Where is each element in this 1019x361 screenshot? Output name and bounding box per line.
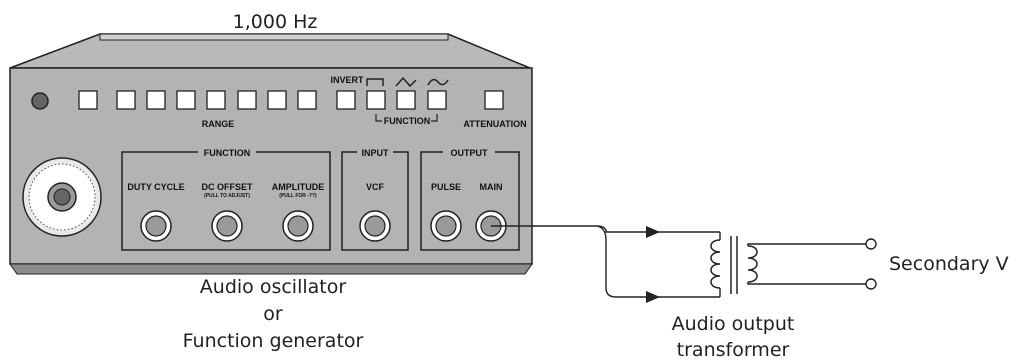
secondary-terminal-bottom[interactable] xyxy=(865,278,877,290)
secondary-winding xyxy=(747,245,758,283)
range-button[interactable] xyxy=(176,90,196,110)
transformer-caption-line2: transformer xyxy=(677,339,790,361)
range-button[interactable] xyxy=(116,90,136,110)
triangle-wave-icon xyxy=(395,76,417,88)
square-wave-icon xyxy=(366,78,384,86)
frequency-dial[interactable] xyxy=(22,157,102,237)
main-label: MAIN xyxy=(480,182,503,192)
bevel-strip xyxy=(99,33,449,41)
amplitude-label: AMPLITUDE xyxy=(272,182,325,192)
dc-offset-sublabel: (PULL TO ADJUST) xyxy=(204,193,250,199)
range-button[interactable] xyxy=(206,90,226,110)
function-sine-button[interactable] xyxy=(427,90,447,110)
range-button[interactable] xyxy=(267,90,287,110)
sine-wave-icon xyxy=(427,78,449,86)
range-button[interactable] xyxy=(78,90,98,110)
attenuation-label: ATTENUATION xyxy=(463,119,526,129)
primary-winding xyxy=(710,239,721,289)
vcf-label: VCF xyxy=(366,182,385,192)
secondary-terminal-top[interactable] xyxy=(865,238,877,250)
signal-wiring xyxy=(491,225,721,298)
input-group-title-bg xyxy=(357,146,393,158)
transformer-caption-line1: Audio output xyxy=(672,313,795,335)
function-group-title-bg xyxy=(198,146,256,158)
function-bracket-label: FUNCTION xyxy=(384,116,431,126)
function-group-title: FUNCTION xyxy=(204,148,251,158)
device-caption-line3: Function generator xyxy=(183,330,364,352)
invert-button[interactable] xyxy=(336,90,356,110)
invert-label: INVERT xyxy=(330,75,364,85)
dc-offset-knob[interactable] xyxy=(211,210,243,242)
output-group: OUTPUT PULSE MAIN xyxy=(420,146,520,251)
vcf-knob[interactable] xyxy=(359,210,391,242)
dc-offset-label: DC OFFSET xyxy=(202,182,254,192)
device-caption-line2: or xyxy=(263,303,283,325)
device-caption-line1: Audio oscillator xyxy=(200,276,347,298)
function-bracket xyxy=(375,114,438,122)
primary-bottom-wire xyxy=(596,225,720,298)
duty-cycle-knob[interactable] xyxy=(140,210,172,242)
frequency-label: 1,000 Hz xyxy=(233,11,318,33)
arrow-bottom xyxy=(646,291,660,303)
pulse-output-jack[interactable] xyxy=(430,210,462,242)
pulse-label: PULSE xyxy=(431,182,461,192)
function-square-button[interactable] xyxy=(366,90,386,110)
dial-knob-inner xyxy=(53,188,71,206)
function-group: FUNCTION DUTY CYCLE DC OFFSET (PULL TO A… xyxy=(121,146,331,251)
secondary-top-wire xyxy=(747,243,866,246)
function-generator: RANGE INVERT FUNCTION ATTENUATION FUNCTI… xyxy=(9,33,533,275)
bottom-bevel xyxy=(9,263,533,275)
range-label: RANGE xyxy=(202,119,235,129)
range-button[interactable] xyxy=(297,90,317,110)
range-button[interactable] xyxy=(237,90,257,110)
amplitude-sublabel: (PULL FOR -??) xyxy=(279,193,317,199)
input-group: INPUT VCF xyxy=(341,146,409,251)
amplitude-knob[interactable] xyxy=(282,210,314,242)
range-button[interactable] xyxy=(146,90,166,110)
function-triangle-button[interactable] xyxy=(396,90,416,110)
secondary-label: Secondary V xyxy=(889,253,1009,275)
range-buttons xyxy=(78,90,317,110)
output-group-title-bg xyxy=(443,146,495,158)
attenuation-button[interactable] xyxy=(484,90,504,110)
output-group-title: OUTPUT xyxy=(451,148,489,158)
arrow-top xyxy=(646,226,660,238)
power-indicator[interactable] xyxy=(31,92,49,110)
duty-cycle-label: DUTY CYCLE xyxy=(127,182,184,192)
primary-top-wire xyxy=(596,225,720,233)
audio-output-transformer xyxy=(710,236,866,294)
input-group-title: INPUT xyxy=(362,148,390,158)
secondary-bottom-wire xyxy=(747,282,866,285)
